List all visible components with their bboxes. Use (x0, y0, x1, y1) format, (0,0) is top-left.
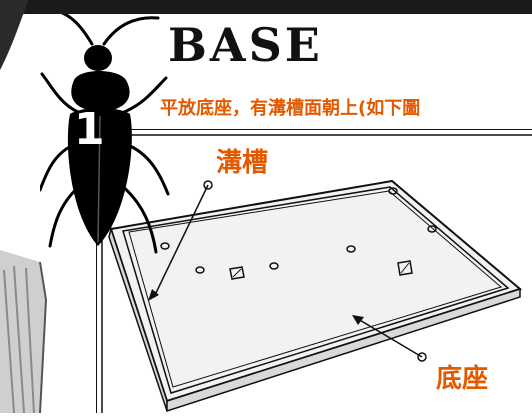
step-number: 1 (74, 104, 105, 155)
instruction-text: 平放底座，有溝槽面朝上(如下圖 (160, 98, 421, 119)
left-decoration (0, 0, 48, 413)
base-tray-illustration (95, 128, 532, 413)
page-title: BASE (168, 18, 323, 72)
groove-label: 溝槽 (216, 148, 269, 178)
base-label: 底座 (436, 364, 489, 394)
diagram-frame (95, 128, 532, 413)
top-bar (0, 0, 532, 14)
cockroach-icon (40, 14, 170, 254)
